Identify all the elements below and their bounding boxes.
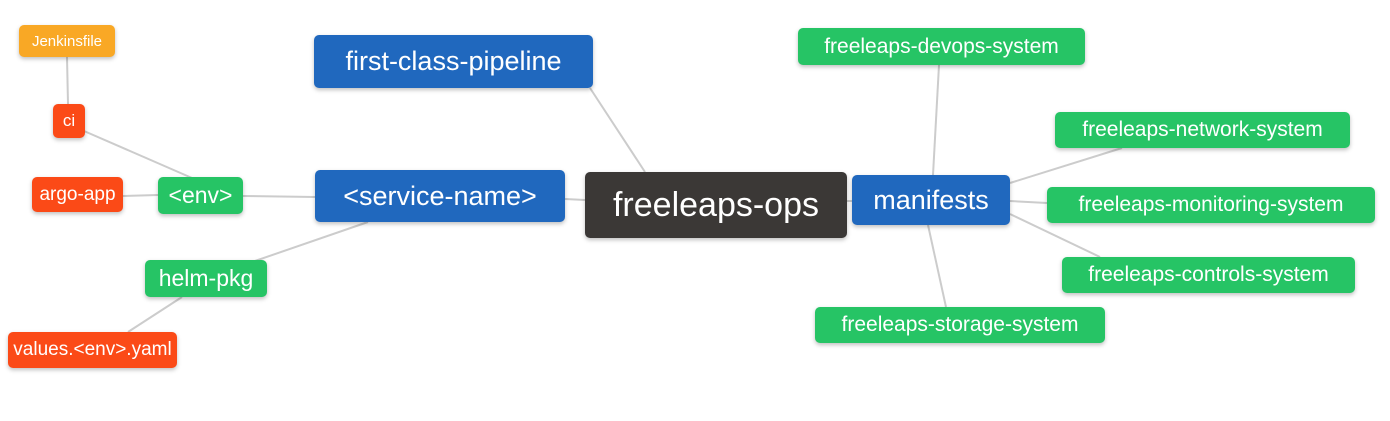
node-jenkinsfile[interactable]: Jenkinsfile	[19, 25, 115, 57]
node-helm-pkg[interactable]: helm-pkg	[145, 260, 267, 297]
node-values-env-yaml[interactable]: values.<env>.yaml	[8, 332, 177, 368]
node-env[interactable]: <env>	[158, 177, 243, 214]
edge-manifests--freeleaps-devops-system	[932, 64, 940, 176]
edge-argo-app--env	[122, 194, 159, 197]
node-argo-app[interactable]: argo-app	[32, 177, 123, 212]
node-freeleaps-monitoring-system[interactable]: freeleaps-monitoring-system	[1047, 187, 1375, 223]
node-manifests[interactable]: manifests	[852, 175, 1010, 225]
node-first-class-pipeline[interactable]: first-class-pipeline	[314, 35, 593, 88]
edge-manifests--freeleaps-network-system	[1009, 147, 1123, 184]
node-service-name[interactable]: <service-name>	[315, 170, 565, 222]
edge-manifests--freeleaps-monitoring-system	[1009, 200, 1048, 204]
node-freeleaps-network-system[interactable]: freeleaps-network-system	[1055, 112, 1350, 148]
edge-ci--env	[83, 130, 193, 179]
edge-jenkinsfile--ci	[66, 56, 69, 105]
node-freeleaps-devops-system[interactable]: freeleaps-devops-system	[798, 28, 1085, 65]
edge-service-name--helm-pkg	[251, 221, 369, 263]
node-freeleaps-controls-system[interactable]: freeleaps-controls-system	[1062, 257, 1355, 293]
node-ci[interactable]: ci	[53, 104, 85, 138]
edge-helm-pkg--values-env-yaml	[127, 296, 183, 333]
edge-first-class-pipeline--freeleaps-ops	[589, 87, 646, 173]
edge-service-name--freeleaps-ops	[564, 198, 586, 201]
node-freeleaps-ops[interactable]: freeleaps-ops	[585, 172, 847, 238]
edge-env--service-name	[242, 195, 316, 198]
edge-manifests--freeleaps-controls-system	[1009, 213, 1101, 258]
edge-manifests--freeleaps-storage-system	[927, 224, 947, 308]
node-freeleaps-storage-system[interactable]: freeleaps-storage-system	[815, 307, 1105, 343]
